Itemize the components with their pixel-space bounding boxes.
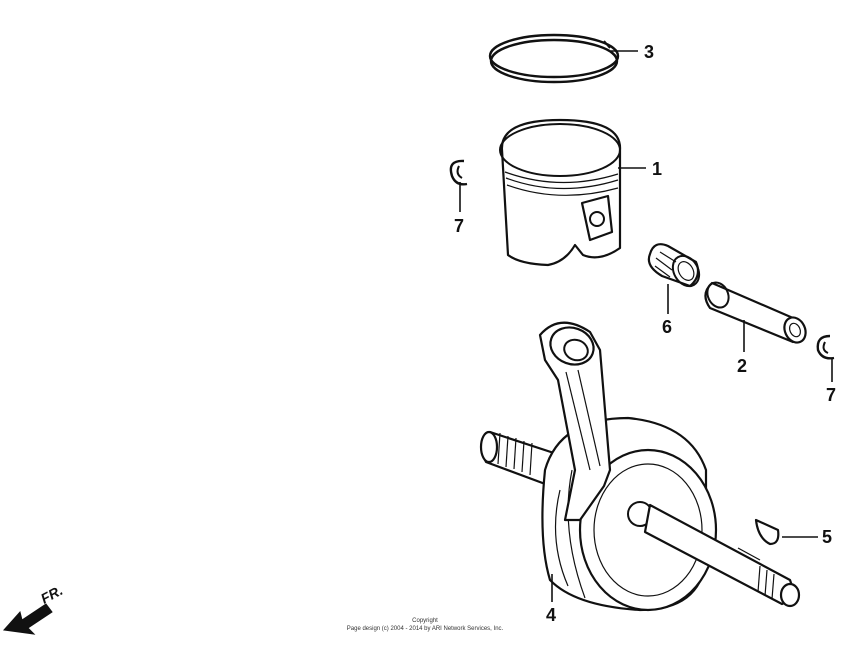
clip-right[interactable] [816,334,835,360]
callout-6[interactable]: 6 [662,317,672,337]
woodruff-key[interactable] [754,518,780,546]
fr-label: FR. [38,582,65,607]
copyright-line-2: Page design (c) 2004 - 2014 by ARI Netwo… [347,626,504,632]
front-direction-arrow: FR. [3,582,65,635]
callout-7-right[interactable]: 7 [826,385,836,405]
crankshaft[interactable] [479,321,801,612]
piston[interactable] [499,118,622,267]
callout-5[interactable]: 5 [822,527,832,547]
copyright-line-1: Copyright [412,618,438,624]
clip-left[interactable] [449,159,468,186]
callout-2[interactable]: 2 [737,356,747,376]
arrow-icon [3,603,53,635]
callout-1[interactable]: 1 [652,159,662,179]
piston-pin[interactable] [703,279,809,346]
piston-ring[interactable] [488,33,620,84]
callout-7-left[interactable]: 7 [454,216,464,236]
needle-bearing[interactable] [647,243,705,291]
callout-4[interactable]: 4 [546,605,556,625]
leader-lines [459,50,833,602]
callout-3[interactable]: 3 [644,42,654,62]
